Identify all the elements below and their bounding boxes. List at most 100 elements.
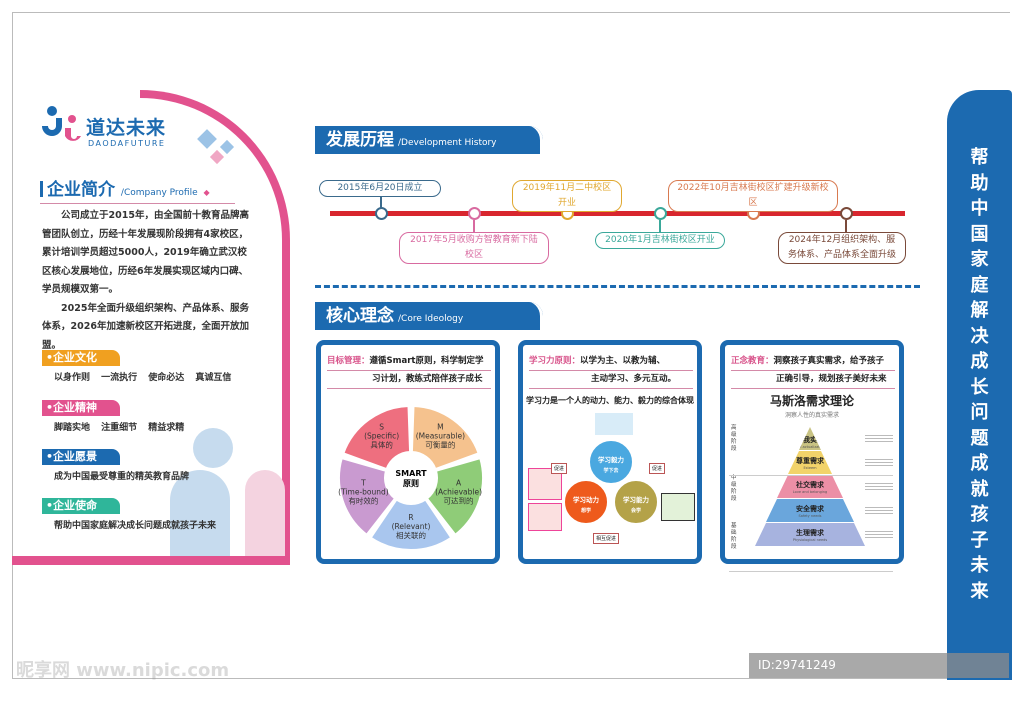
- level-en: Safety needs: [798, 514, 822, 518]
- petal-label: 相关联的: [396, 530, 426, 540]
- petal-label: 可达到的: [444, 495, 474, 505]
- timeline-line: [330, 211, 905, 216]
- level-description: [865, 433, 893, 443]
- note-box: [528, 503, 562, 531]
- slogan-char: 帮: [970, 147, 989, 168]
- spirit-text: 脚踏实地 注重细节 精益求精: [54, 423, 185, 433]
- timeline-node: [840, 207, 853, 220]
- petal-label: S: [379, 423, 384, 432]
- tag-culture: •企业文化: [42, 350, 120, 366]
- section-divider: [315, 285, 920, 288]
- learning-tag: 促进: [649, 463, 666, 474]
- heading-en: /Company Profile: [120, 188, 198, 198]
- slogan-char: 未: [970, 555, 989, 576]
- petal-label: R: [408, 513, 413, 522]
- timeline-stem: [473, 220, 475, 234]
- deco-circle: [193, 428, 233, 468]
- smart-diagram: S(Specific)具体的M(Measurable)可衡量的A(Achieva…: [338, 405, 484, 551]
- stage-label: 中级阶段: [731, 475, 737, 502]
- timeline-node: [468, 207, 481, 220]
- slogan-char: 决: [970, 325, 989, 347]
- petal-label: (Time-bound): [338, 487, 389, 496]
- smart-petal-t: [338, 457, 396, 536]
- history-heading: 发展历程/Development History: [315, 126, 543, 154]
- card-line: 习计划，教练式陪伴孩子成长: [327, 371, 491, 389]
- smart-petal-r: [369, 498, 453, 551]
- brand-logo: [42, 106, 81, 141]
- petal-label: (Specific): [364, 432, 399, 441]
- note-box: [661, 493, 695, 521]
- timeline-stem: [845, 220, 847, 234]
- smart-center-label: SMART: [395, 469, 427, 478]
- company-profile-text: 公司成立于2015年，由全国前十教育品牌高管团队创立，历经十年发展现阶段拥有4家…: [42, 207, 252, 355]
- ideology-heading: 核心理念/Core Ideology: [315, 302, 543, 330]
- card-key: 目标管理：: [327, 356, 370, 366]
- learning-tag: 促进: [551, 463, 568, 474]
- vision-text: 成为中国最受尊重的精英教育品牌: [54, 472, 190, 482]
- level-name: 尊重需求: [796, 457, 824, 465]
- tag-vision: •企业愿景: [42, 449, 120, 465]
- petal-label: 可衡量的: [425, 440, 455, 450]
- card-line: 洞察孩子真实需求，给予孩子: [773, 356, 885, 366]
- smart-petal-s: [342, 405, 412, 471]
- mission-text: 帮助中国家庭解决成长问题成就孩子未来: [54, 521, 217, 531]
- stage-label: 基础阶段: [731, 523, 737, 550]
- smart-petal-a: [426, 457, 484, 536]
- timeline-node: [654, 207, 667, 220]
- petal-label: 具体的: [370, 440, 393, 450]
- level-description: [865, 505, 893, 515]
- stage-divider: [729, 571, 893, 572]
- timeline-stem: [659, 220, 661, 234]
- timeline-stem: [380, 195, 382, 209]
- smart-petal-m: [410, 405, 480, 471]
- smart-card: 目标管理：遵循Smart原则，科学制定学习计划，教练式陪伴孩子成长 S(Spec…: [316, 340, 500, 564]
- card-line: 遵循Smart原则，科学制定学: [369, 356, 484, 366]
- watermark: 昵享网 www.nipic.com: [16, 660, 230, 681]
- slogan-char: 家: [970, 249, 989, 270]
- slogan-char: 解: [970, 300, 989, 321]
- slogan-char: 题: [970, 427, 989, 449]
- slogan-char: 子: [970, 529, 989, 551]
- heading-text: 核心理念: [326, 306, 394, 326]
- petal-label: (Relevant): [392, 522, 431, 531]
- heading-text: 企业简介: [47, 180, 115, 200]
- maslow-card: 正念教育：洞察孩子真实需求，给予孩子正确引导，规划孩子美好未来 马斯洛需求理论 …: [720, 340, 904, 572]
- level-en: Physiological needs: [792, 538, 828, 542]
- card-line: 正确引导，规划孩子美好未来: [731, 371, 895, 389]
- timeline-event: 2017年5月收购方智教育新下陆校区: [399, 232, 549, 264]
- circle-title: 学习能力: [623, 496, 649, 504]
- slogan-char: 问: [970, 402, 989, 423]
- stage-divider: [729, 475, 893, 476]
- circle-title: 学习动力: [573, 496, 599, 504]
- card-line: 以学为主、以教为辅、: [580, 356, 666, 366]
- company-profile-heading: 企业简介 /Company Profile ◆: [40, 175, 235, 204]
- petal-label: 有时效的: [348, 495, 378, 505]
- petal-label: (Achievable): [435, 487, 482, 496]
- deco-shape: [245, 470, 285, 556]
- timeline-event: 2019年11月二中校区开业: [512, 180, 622, 212]
- card-key: 学习力原则：: [529, 356, 581, 366]
- heading-en: /Core Ideology: [398, 314, 464, 324]
- level-en: Esteem: [803, 466, 817, 470]
- deco-shape: [170, 470, 230, 556]
- tag-spirit: •企业精神: [42, 400, 120, 416]
- petal-label: A: [456, 478, 462, 487]
- smart-center-label: 原则: [403, 478, 419, 488]
- slogan-char: 就: [970, 478, 989, 500]
- petal-label: T: [360, 478, 366, 487]
- slogan-char: 成: [970, 351, 989, 372]
- heading-en: /Development History: [398, 138, 497, 148]
- learning-circle: 学习能力会学: [614, 480, 658, 524]
- petal-label: M: [437, 423, 443, 432]
- learning-subtitle: 学习力是一个人的动力、能力、毅力的综合体现: [526, 396, 694, 405]
- timeline-node: [375, 207, 388, 220]
- slogan-char: 来: [970, 580, 989, 602]
- slogan-char: 长: [970, 376, 989, 398]
- maslow-subtitle: 洞察人性的真实需求: [784, 412, 839, 419]
- level-description: [865, 481, 893, 491]
- slogan-char: 庭: [970, 274, 989, 296]
- card-line: 主动学习、多元互动。: [529, 371, 693, 389]
